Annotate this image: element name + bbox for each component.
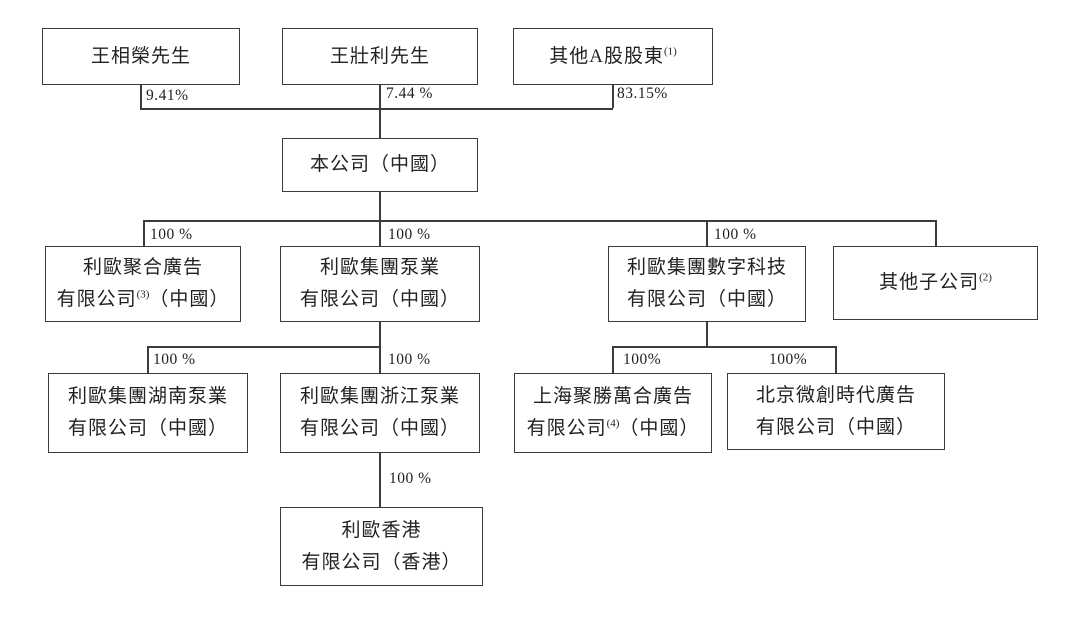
node-label: 利歐集團浙江泵業 — [299, 386, 460, 408]
node-label: 利歐集團泵業 — [319, 257, 440, 279]
ownership-label-other-a-shareholders: 83.15% — [617, 85, 668, 102]
node-zhejiang-pump: 利歐集團浙江泵業 有限公司（中國） — [280, 373, 480, 453]
node-digital-tech: 利歐集團數字科技 有限公司（中國） — [608, 246, 806, 322]
node-label: 有限公司(4)（中國） — [526, 417, 700, 439]
ownership-label-lieou-hongkong: 100 % — [389, 470, 432, 487]
node-juhe-ad: 利歐聚合廣告 有限公司(3)（中國） — [45, 246, 241, 322]
connector — [379, 192, 381, 220]
footnote-marker-3: (3) — [136, 288, 150, 301]
footnote-marker-4: (4) — [606, 417, 620, 430]
node-label: 利歐集團數字科技 — [626, 257, 787, 279]
node-label: 本公司（中國） — [309, 154, 450, 176]
ownership-label-shanghai-jusheng: 100% — [623, 351, 662, 368]
node-label: 其他子公司(2) — [879, 271, 992, 294]
ownership-label-wang-zhuangli: 7.44 % — [386, 85, 433, 102]
node-label: 有限公司（中國） — [299, 289, 460, 310]
node-label: 有限公司（中國） — [67, 418, 228, 439]
ownership-label-hunan-pump: 100 % — [153, 351, 196, 368]
connector — [140, 108, 613, 110]
node-other-a-shareholders: 其他A股股東(1) — [513, 28, 713, 85]
connector — [379, 322, 381, 346]
node-label: 利歐集團湖南泵業 — [67, 386, 228, 408]
ownership-label-zhejiang-pump: 100 % — [388, 351, 431, 368]
node-label: 其他A股股東(1) — [549, 45, 677, 67]
node-group-pump: 利歐集團泵業 有限公司（中國） — [280, 246, 480, 322]
node-label: 利歐聚合廣告 — [82, 257, 203, 279]
node-label: 有限公司（中國） — [626, 289, 787, 310]
node-beijing-weichuang: 北京微創時代廣告 有限公司（中國） — [727, 373, 945, 450]
footnote-marker-2: (2) — [979, 271, 992, 284]
ownership-label-juhe-ad: 100 % — [150, 226, 193, 243]
connector — [935, 220, 937, 246]
connector — [143, 220, 936, 222]
connector — [379, 108, 381, 139]
footnote-marker-1: (1) — [663, 45, 677, 58]
connector — [379, 220, 381, 246]
ownership-label-beijing-weichuang: 100% — [769, 351, 808, 368]
connector — [612, 346, 614, 373]
connector — [379, 85, 381, 108]
connector — [379, 453, 381, 507]
node-label: 王相榮先生 — [90, 45, 191, 67]
node-other-subsidiaries: 其他子公司(2) — [833, 246, 1038, 320]
node-lieou-hongkong: 利歐香港 有限公司（香港） — [280, 507, 483, 586]
ownership-label-group-pump: 100 % — [388, 226, 431, 243]
node-hunan-pump: 利歐集團湖南泵業 有限公司（中國） — [48, 373, 248, 453]
connector — [379, 346, 381, 373]
connector — [612, 85, 614, 108]
connector — [835, 346, 837, 373]
connector — [706, 322, 708, 346]
node-label: 有限公司（中國） — [755, 416, 916, 438]
node-shanghai-jusheng: 上海聚勝萬合廣告 有限公司(4)（中國） — [514, 373, 712, 453]
node-label: 有限公司（中國） — [299, 418, 460, 439]
connector — [706, 220, 708, 246]
node-label: 王壯利先生 — [329, 45, 430, 67]
connector — [147, 346, 380, 348]
node-wang-xiangrong: 王相榮先生 — [42, 28, 240, 85]
node-company: 本公司（中國） — [282, 138, 478, 192]
node-label: 利歐香港 — [341, 519, 422, 541]
ownership-label-wang-xiangrong: 9.41% — [146, 87, 189, 104]
connector — [612, 346, 836, 348]
connector — [147, 346, 149, 373]
connector — [143, 220, 145, 246]
ownership-label-digital-tech: 100 % — [714, 226, 757, 243]
node-wang-zhuangli: 王壯利先生 — [282, 28, 478, 85]
node-label: 北京微創時代廣告 — [755, 384, 916, 406]
node-label: 有限公司(3)（中國） — [56, 288, 230, 310]
node-label: 有限公司（香港） — [301, 551, 462, 573]
connector — [140, 85, 142, 108]
node-label: 上海聚勝萬合廣告 — [532, 386, 693, 408]
